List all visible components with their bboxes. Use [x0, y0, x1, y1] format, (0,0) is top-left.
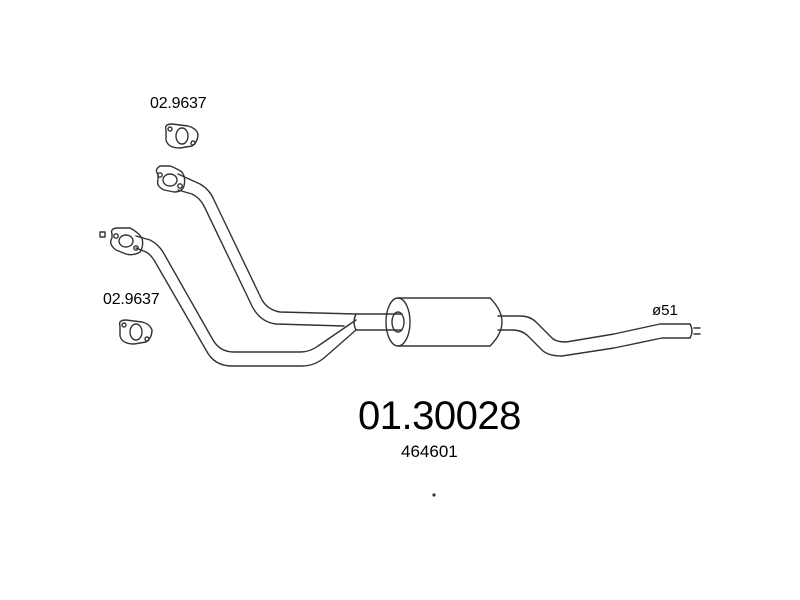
- gasket-top-label: 02.9637: [150, 95, 207, 112]
- gasket-bottom-label: 02.9637: [103, 291, 160, 308]
- gasket-bottom: [118, 319, 153, 345]
- upper-pipe-branch: [177, 173, 357, 327]
- inlet-pipe: [353, 313, 403, 331]
- stray-dot: [432, 493, 436, 497]
- upper-flange: [155, 165, 186, 193]
- gasket-top: [164, 123, 199, 149]
- tail-pipe: [497, 315, 701, 357]
- reference-number: 464601: [401, 442, 458, 461]
- lower-flange: [99, 227, 144, 256]
- muffler: [385, 297, 503, 347]
- pipe-diameter-label: ø51: [652, 302, 678, 319]
- lower-pipe-branch: [135, 235, 357, 367]
- part-number: 01.30028: [358, 394, 521, 438]
